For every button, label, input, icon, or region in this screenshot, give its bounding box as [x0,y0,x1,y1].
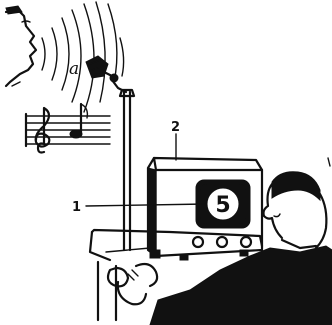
sound-waves [42,2,124,112]
microphone-stand [120,90,134,250]
vowel-label: a [69,59,79,79]
singer-face [6,6,36,86]
callout-2-label: 2 [171,120,180,135]
screen-digit: 5 [215,193,230,218]
edge-mark [328,158,330,166]
callout-2: 2 [171,120,180,160]
control-knobs [193,237,251,247]
callout-1: 1 [72,200,206,215]
callout-1-label: 1 [72,200,81,215]
